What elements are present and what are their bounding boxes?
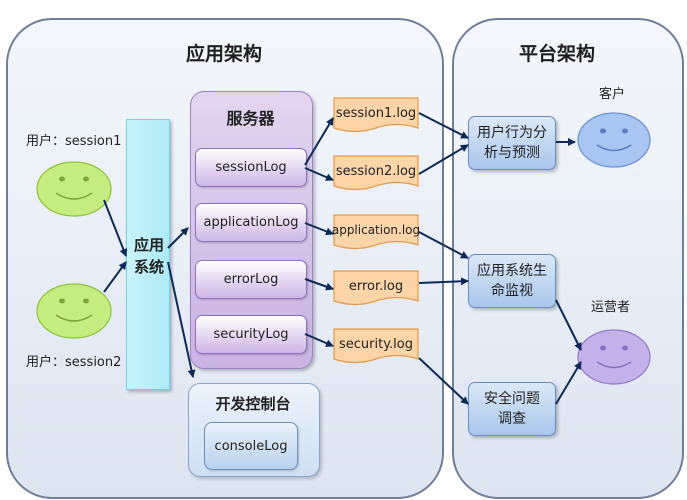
log-file-application: application.log bbox=[331, 214, 421, 252]
user-session2-label: 用户：session2 bbox=[26, 355, 122, 370]
log-file-label: application.log bbox=[331, 223, 421, 237]
security-investigation-box: 安全问题调查 bbox=[468, 382, 556, 436]
log-file-session2: session2.log bbox=[333, 155, 419, 193]
dev-console-title: 开发控制台 bbox=[215, 395, 291, 413]
log-file-shape bbox=[333, 214, 419, 250]
error-log-box: errorLog bbox=[195, 260, 307, 299]
platform-architecture-title: 平台架构 bbox=[519, 43, 596, 65]
security-log-box: securityLog bbox=[195, 315, 307, 354]
customer-face-icon bbox=[577, 112, 651, 168]
log-file-shape bbox=[333, 328, 419, 364]
log-file-shape bbox=[333, 97, 419, 133]
user-session1-face-icon bbox=[36, 161, 112, 217]
console-log-box: consoleLog bbox=[204, 422, 298, 470]
log-file-label: security.log bbox=[338, 336, 413, 352]
log-file-error: error.log bbox=[333, 270, 419, 308]
operator-label: 运营者 bbox=[591, 300, 631, 315]
log-file-session1: session1.log bbox=[333, 97, 419, 135]
system-monitoring-box: 应用系统生命监视 bbox=[468, 254, 556, 308]
behavior-analysis-box: 用户行为分析与预测 bbox=[468, 116, 556, 170]
log-file-label: session1.log bbox=[335, 105, 417, 121]
session-log-box: sessionLog bbox=[195, 148, 307, 187]
operator-face-icon bbox=[577, 329, 651, 385]
log-file-label: error.log bbox=[348, 278, 404, 294]
user-session1-label: 用户：session1 bbox=[26, 134, 122, 149]
customer-label: 客户 bbox=[599, 87, 626, 102]
application-log-box: applicationLog bbox=[195, 203, 307, 242]
log-file-shape bbox=[333, 270, 419, 306]
user-session2-face-icon bbox=[36, 283, 112, 339]
log-file-security: security.log bbox=[333, 328, 419, 366]
app-system-label: 应用系统 bbox=[133, 236, 164, 276]
server-title: 服务器 bbox=[226, 109, 275, 128]
app-architecture-title: 应用架构 bbox=[186, 43, 263, 65]
log-file-label: session2.log bbox=[335, 163, 417, 179]
log-file-shape bbox=[333, 155, 419, 191]
